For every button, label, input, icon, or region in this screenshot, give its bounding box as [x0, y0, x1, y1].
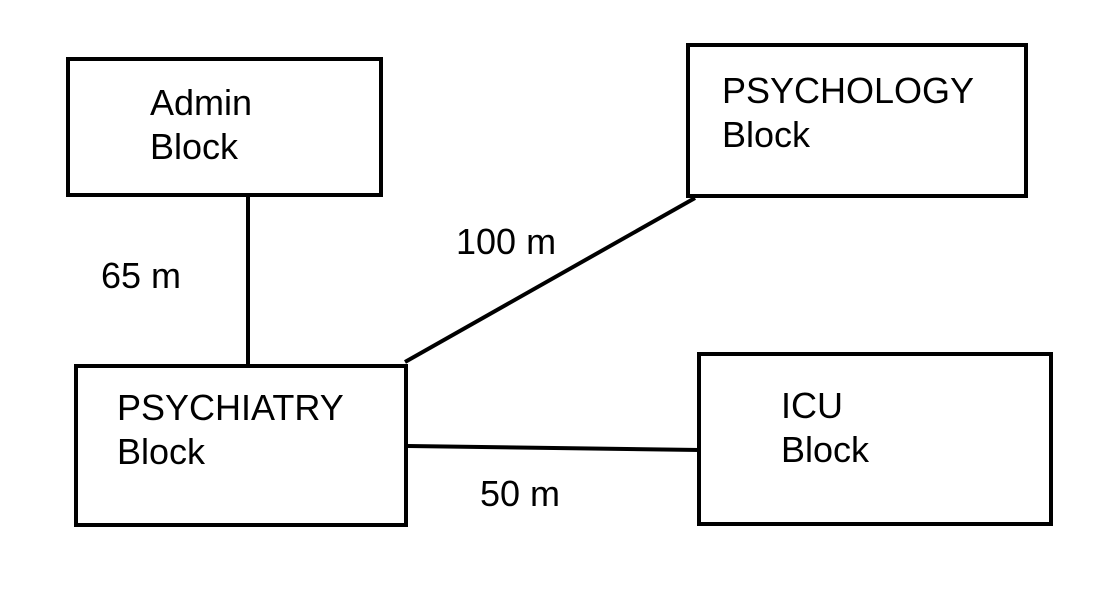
icu-block-suffix: Block [781, 429, 870, 470]
psychiatry-block-suffix: Block [117, 431, 206, 472]
line-psychiatry-psychology [404, 196, 696, 364]
psychology-block-name: PSYCHOLOGY [722, 70, 975, 111]
psychiatry-block-name: PSYCHIATRY [117, 387, 344, 428]
psychiatry-block-label: PSYCHIATRY Block [117, 386, 344, 474]
line-psychiatry-icu [407, 444, 701, 452]
distance-psychiatry-psychology: 100 m [456, 221, 557, 262]
psychology-block: PSYCHOLOGY Block [686, 43, 1028, 198]
admin-block: Admin Block [66, 57, 383, 197]
psychology-block-suffix: Block [722, 114, 811, 155]
admin-block-suffix: Block [150, 126, 239, 167]
psychology-block-label: PSYCHOLOGY Block [722, 69, 974, 157]
icu-block-name: ICU [781, 385, 843, 426]
distance-psychiatry-icu: 50 m [480, 473, 561, 514]
admin-block-name: Admin [150, 82, 253, 123]
icu-block: ICU Block [697, 352, 1053, 526]
distance-admin-psychiatry: 65 m [101, 255, 182, 296]
psychiatry-block: PSYCHIATRY Block [74, 364, 408, 527]
icu-block-label: ICU Block [781, 384, 869, 472]
admin-block-label: Admin Block [150, 81, 252, 169]
